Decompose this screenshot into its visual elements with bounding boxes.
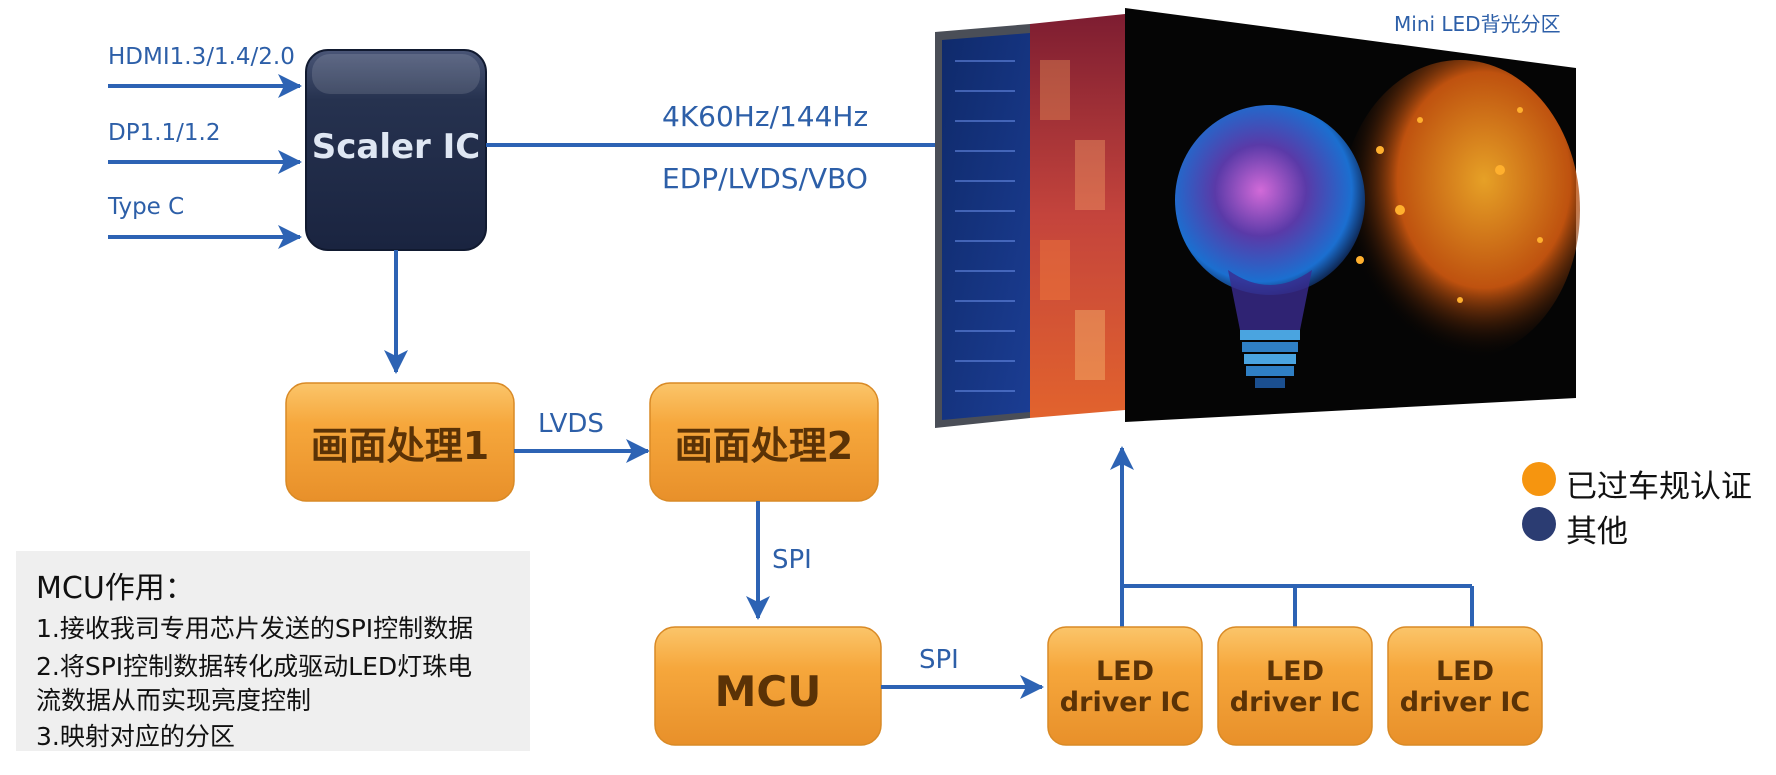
sparks [1356, 107, 1543, 303]
mcu-note-line-3: 流数据从而实现亮度控制 [36, 686, 312, 715]
process1-block: 画面处理1 [285, 382, 515, 502]
spi-right-label: SPI [919, 645, 959, 675]
legend-dot-other [1522, 507, 1556, 541]
led-driver-3-line2: driver IC [1400, 687, 1530, 718]
mcu-note-line-4: 3.映射对应的分区 [36, 722, 235, 751]
input-label-dp: DP1.1/1.2 [108, 120, 220, 146]
input-label-typec: Type C [107, 194, 184, 220]
scaler-ic-label: Scaler IC [312, 127, 481, 167]
bulb-base [1240, 330, 1300, 388]
led-driver-ic-1: LED driver IC [1047, 626, 1203, 746]
led-driver-ic-2: LED driver IC [1217, 626, 1373, 746]
bulb-neck [1228, 270, 1312, 330]
diffusion-layer [1030, 14, 1125, 418]
mcu-block: MCU [654, 626, 882, 746]
diffusion-zones [1040, 60, 1105, 380]
led-driver-1-line1: LED [1096, 656, 1154, 687]
led-driver-1-line2: driver IC [1060, 687, 1190, 718]
driver-bus [1110, 446, 1474, 627]
bulb-glass [1175, 105, 1365, 295]
led-backlight-layer [942, 33, 1030, 420]
mcu-note-title: MCU作用： [36, 571, 195, 606]
mcu-label: MCU [715, 667, 822, 716]
spark-cloud [1340, 60, 1580, 360]
legend-dot-certified [1522, 462, 1556, 496]
led-driver-ic-3: LED driver IC [1387, 626, 1543, 746]
legend-label-other: 其他 [1566, 514, 1628, 550]
led-dots [955, 60, 1015, 392]
process2-label: 画面处理2 [675, 424, 853, 468]
process2-block: 画面处理2 [649, 382, 879, 502]
led-driver-2-line2: driver IC [1230, 687, 1360, 718]
legend-label-certified: 已过车规认证 [1566, 469, 1752, 505]
input-label-hdmi: HDMI1.3/1.4/2.0 [108, 44, 295, 70]
mcu-note-line-2: 2.将SPI控制数据转化成驱动LED灯珠电 [36, 652, 473, 681]
input-arrows [108, 74, 302, 249]
mcu-note-panel: MCU作用： 1.接收我司专用芯片发送的SPI控制数据 2.将SPI控制数据转化… [16, 551, 530, 751]
video-link-rate: 4K60Hz/144Hz [662, 100, 868, 133]
mcu-note-line-1: 1.接收我司专用芯片发送的SPI控制数据 [36, 614, 474, 643]
panel-title: Mini LED背光分区 [1394, 12, 1561, 36]
spi-down-label: SPI [772, 545, 812, 575]
scaler-ic-block: Scaler IC [305, 49, 487, 251]
led-driver-2-line1: LED [1266, 656, 1324, 687]
led-driver-3-line1: LED [1436, 656, 1494, 687]
mini-led-panel-illustration [935, 8, 1580, 428]
video-link-interface: EDP/LVDS/VBO [662, 162, 868, 195]
process1-label: 画面处理1 [311, 424, 489, 468]
lvds-label: LVDS [538, 409, 604, 439]
